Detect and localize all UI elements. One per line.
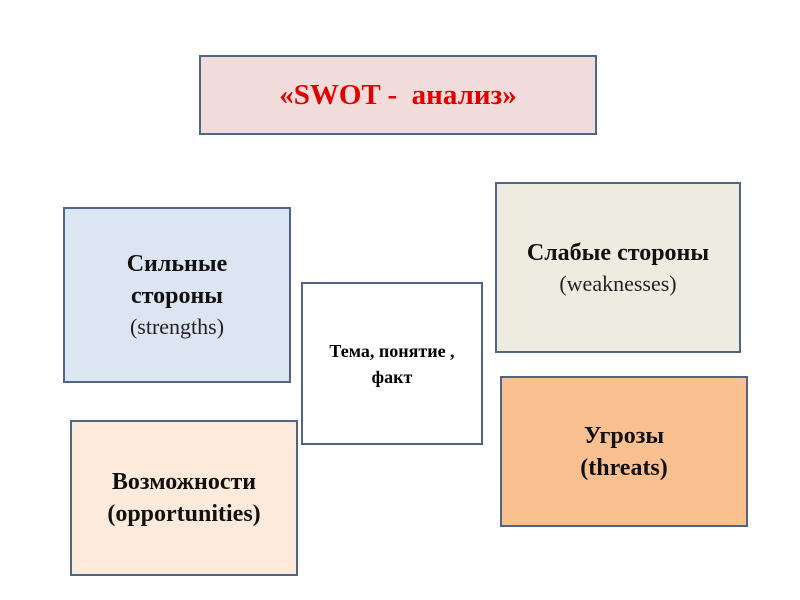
threats-box: Угрозы (threats): [500, 376, 748, 527]
strengths-label: Сильные: [126, 251, 228, 277]
center-topic-box: Тема, понятие , факт: [301, 282, 483, 445]
strengths-box: Сильные стороны (strengths): [63, 207, 291, 383]
opportunities-box: Возможности (opportunities): [70, 420, 298, 576]
threats-label: Угрозы: [583, 422, 665, 449]
weaknesses-label: Слабые стороны: [526, 239, 710, 266]
strengths-label-2: стороны: [130, 283, 224, 309]
opportunities-english: (opportunities): [107, 501, 261, 527]
weaknesses-box: Слабые стороны (weaknesses): [495, 182, 741, 353]
title-text: «SWOT - анализ»: [279, 78, 517, 111]
weaknesses-english: (weaknesses): [559, 270, 677, 296]
center-label-2: факт: [371, 366, 413, 387]
opportunities-label: Возможности: [111, 469, 257, 495]
center-label: Тема, понятие ,: [329, 340, 455, 361]
strengths-english: (strengths): [129, 314, 225, 339]
title-box: «SWOT - анализ»: [199, 55, 597, 135]
threats-english: (threats): [580, 454, 668, 481]
